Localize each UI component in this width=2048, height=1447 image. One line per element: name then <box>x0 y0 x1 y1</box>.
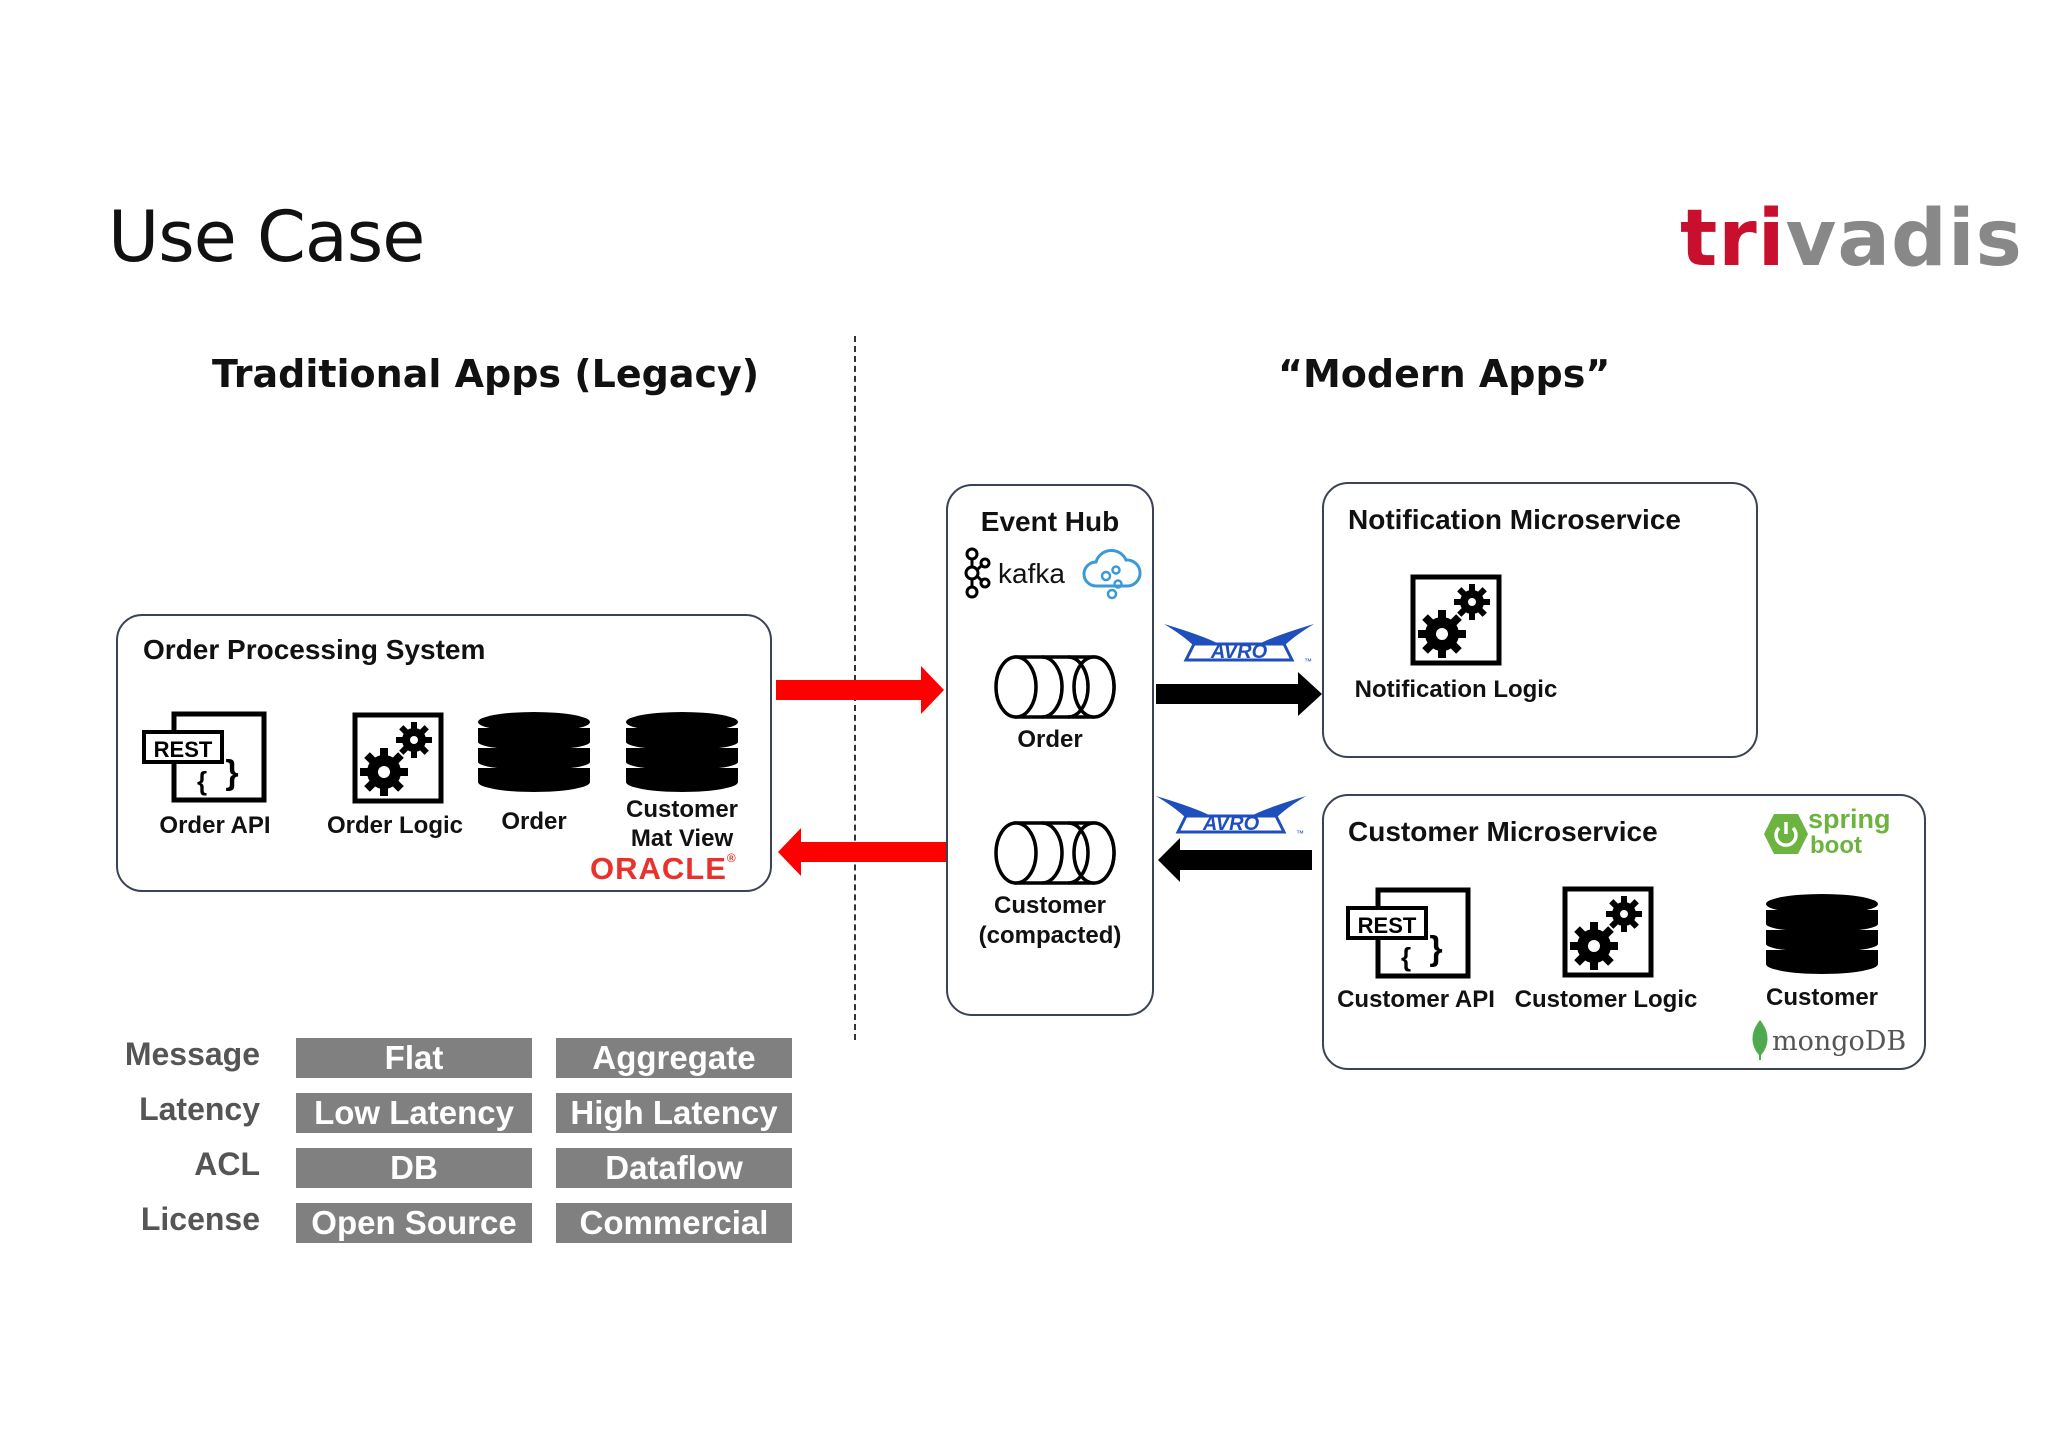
spring-boot-icon <box>1764 814 1808 854</box>
gear-icon <box>352 712 444 804</box>
customer-logic-label: Customer Logic <box>1514 986 1698 1013</box>
tag-dataflow: Dataflow <box>556 1148 792 1188</box>
order-logic-label: Order Logic <box>326 812 464 839</box>
order-processing-title: Order Processing System <box>143 634 486 665</box>
avro-logo: AVRO ™ <box>1156 796 1306 838</box>
database-icon <box>1766 894 1878 974</box>
kafka-icon <box>964 547 991 599</box>
mongodb-logo: mongoDB <box>1772 1026 1907 1057</box>
tag-open-source: Open Source <box>296 1203 532 1243</box>
database-icon <box>478 712 590 792</box>
svg-text:}: } <box>225 754 238 792</box>
svg-text:™: ™ <box>1296 829 1304 838</box>
rest-api-icon: REST { } <box>142 711 267 803</box>
customer-db-label: Customer <box>1765 984 1879 1011</box>
rest-badge: REST <box>154 737 213 762</box>
topic-customer-label-1: Customer <box>993 892 1107 919</box>
order-api-label: Order API <box>159 812 271 839</box>
avro-text: AVRO <box>1202 813 1260 835</box>
arrow-to-event-hub <box>776 666 944 714</box>
row-label-message: Message <box>124 1036 260 1072</box>
mat-view-label-2: Mat View <box>630 825 734 852</box>
notification-box <box>1322 482 1758 758</box>
topic-order-icon <box>994 655 1116 719</box>
row-label-latency: Latency <box>139 1091 260 1127</box>
mongodb-leaf-icon <box>1752 1020 1768 1060</box>
legacy-heading: Traditional Apps (Legacy) <box>212 352 760 396</box>
arrow-to-event-hub-black <box>1158 838 1312 882</box>
cloud-icon <box>1082 549 1142 600</box>
tag-commercial: Commercial <box>556 1203 792 1243</box>
rest-badge: REST <box>1358 913 1417 938</box>
event-hub-title: Event Hub <box>980 506 1120 537</box>
oracle-logo: ORACLE® <box>590 851 737 886</box>
svg-text:}: } <box>1429 930 1442 968</box>
trivadis-logo: trivadis <box>1680 194 2023 284</box>
database-icon <box>626 712 738 792</box>
logo-part-2: vadis <box>1785 194 2023 284</box>
row-label-acl: ACL <box>194 1146 260 1182</box>
tag-aggregate: Aggregate <box>556 1038 792 1078</box>
svg-text:{: { <box>1401 942 1411 972</box>
svg-text:{: { <box>197 766 207 796</box>
svg-text:™: ™ <box>1304 657 1312 666</box>
tag-db: DB <box>296 1148 532 1188</box>
arrow-to-legacy <box>778 828 946 876</box>
customer-ms-title: Customer Microservice <box>1348 816 1658 847</box>
notification-logic-label: Notification Logic <box>1354 676 1558 703</box>
arrow-to-notification <box>1156 672 1322 716</box>
logo-part-1: tri <box>1680 194 1786 284</box>
topic-customer-label-2: (compacted) <box>978 922 1122 949</box>
topic-order-label: Order <box>1017 726 1083 753</box>
spring-logo-line-2: boot <box>1810 832 1862 859</box>
avro-logo: AVRO ™ <box>1164 624 1314 666</box>
avro-text: AVRO <box>1210 641 1268 663</box>
order-db-label: Order <box>501 808 567 835</box>
topic-customer-icon <box>994 821 1116 885</box>
tag-low-latency: Low Latency <box>296 1093 532 1133</box>
tag-flat: Flat <box>296 1038 532 1078</box>
row-label-license: License <box>140 1201 260 1237</box>
modern-heading: “Modern Apps” <box>1278 352 1611 396</box>
customer-api-label: Customer API <box>1337 986 1495 1013</box>
page-title: Use Case <box>108 196 425 278</box>
mat-view-label-1: Customer <box>625 796 739 823</box>
notification-title: Notification Microservice <box>1348 504 1681 535</box>
rest-api-icon: REST { } <box>1346 887 1471 979</box>
gear-icon <box>1562 886 1654 978</box>
spring-logo-line-1: spring <box>1808 804 1891 834</box>
tag-high-latency: High Latency <box>556 1093 792 1133</box>
kafka-label: kafka <box>998 558 1065 589</box>
gear-icon <box>1410 574 1502 666</box>
